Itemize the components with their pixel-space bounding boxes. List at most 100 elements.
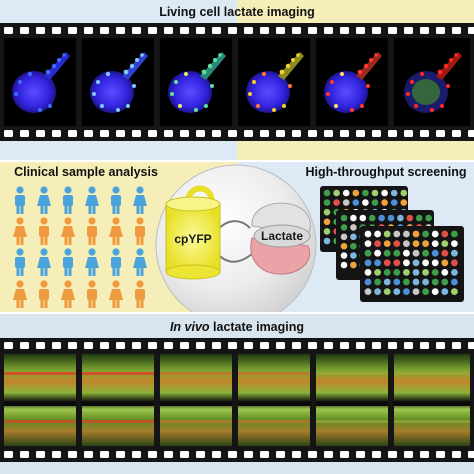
cell-frame-6 — [394, 38, 470, 126]
sprocket-hole — [340, 342, 349, 349]
well — [374, 269, 381, 276]
well — [383, 259, 391, 267]
well — [451, 259, 458, 267]
sprocket-hole — [340, 130, 349, 137]
well — [387, 214, 395, 222]
sprocket-hole — [148, 27, 157, 34]
well — [350, 252, 357, 259]
sprocket-hole — [196, 27, 205, 34]
well — [412, 240, 420, 248]
well — [323, 189, 331, 197]
well — [378, 214, 385, 222]
well — [451, 230, 458, 238]
well — [441, 230, 449, 238]
sprocket-hole — [4, 342, 13, 349]
person-icon — [61, 217, 75, 245]
person-icon — [109, 217, 123, 245]
well — [350, 224, 357, 231]
well — [431, 240, 439, 248]
sprocket-hole — [372, 342, 381, 349]
well — [364, 259, 372, 267]
sprocket-hole — [164, 342, 173, 349]
sprocket-hole — [404, 27, 413, 34]
bottom-title-italic: In vivo — [170, 320, 210, 334]
well — [340, 224, 348, 231]
sprocket-hole — [132, 27, 141, 34]
well — [397, 214, 404, 222]
well — [371, 199, 379, 206]
sprocket-hole — [68, 451, 77, 458]
well — [412, 269, 420, 276]
sprocket-hole — [100, 342, 109, 349]
person-icon — [87, 217, 97, 245]
sprocket-hole — [324, 130, 333, 137]
sprocket-hole — [340, 451, 349, 458]
sprocket-hole — [196, 130, 205, 137]
well — [393, 240, 401, 248]
tissue-frame-6 — [394, 354, 470, 446]
sprocket-hole — [436, 451, 445, 458]
sprocket-hole — [100, 451, 109, 458]
well — [340, 252, 348, 259]
sprocket-hole — [276, 130, 285, 137]
well — [431, 230, 439, 238]
well — [340, 233, 348, 241]
well — [425, 214, 432, 222]
sensor-diagram: cpYFP Lactate — [155, 164, 317, 326]
person-icon — [133, 186, 147, 214]
well — [381, 189, 388, 197]
well — [441, 278, 449, 286]
well — [359, 214, 367, 222]
well — [412, 249, 420, 257]
well — [323, 237, 331, 245]
sprocket-hole — [420, 342, 429, 349]
well — [393, 288, 401, 295]
sprocket-hole — [260, 451, 269, 458]
tissue-frame-2 — [82, 354, 154, 446]
sprocket-hole — [308, 130, 317, 137]
sprocket-hole — [404, 130, 413, 137]
person-icon — [85, 248, 99, 276]
sprocket-hole — [452, 27, 461, 34]
sprocket-hole — [420, 130, 429, 137]
person-icon — [111, 248, 121, 276]
sprocket-hole — [452, 451, 461, 458]
sprocket-hole — [228, 27, 237, 34]
well — [431, 249, 439, 257]
well — [352, 189, 360, 197]
well — [374, 249, 381, 257]
well — [393, 259, 401, 267]
sprocket-hole — [148, 451, 157, 458]
well — [412, 230, 420, 238]
well — [342, 189, 350, 197]
sprocket-hole — [20, 451, 29, 458]
well — [431, 259, 439, 267]
sprocket-hole — [308, 451, 317, 458]
sprocket-hole — [420, 27, 429, 34]
well — [451, 249, 458, 257]
cell-frame-2 — [82, 38, 154, 126]
well — [441, 288, 449, 295]
bottom-title-rest: lactate imaging — [210, 320, 304, 334]
well — [350, 233, 357, 241]
sprocket-hole — [164, 451, 173, 458]
person-icon — [85, 186, 99, 214]
person-icon — [63, 248, 73, 276]
sprocket-hole — [292, 27, 301, 34]
well — [422, 269, 429, 276]
person-icon — [63, 186, 73, 214]
well — [403, 249, 410, 257]
well — [371, 189, 379, 197]
sprocket-hole — [228, 130, 237, 137]
film-sprocket-row-top-2 — [4, 342, 474, 349]
well — [323, 199, 331, 206]
well — [390, 189, 398, 197]
tissue-frame-1 — [4, 354, 76, 446]
well — [323, 218, 331, 226]
sprocket-hole — [84, 451, 93, 458]
sprocket-hole — [468, 130, 474, 137]
well — [451, 288, 458, 295]
well — [403, 278, 410, 286]
well — [374, 240, 381, 248]
